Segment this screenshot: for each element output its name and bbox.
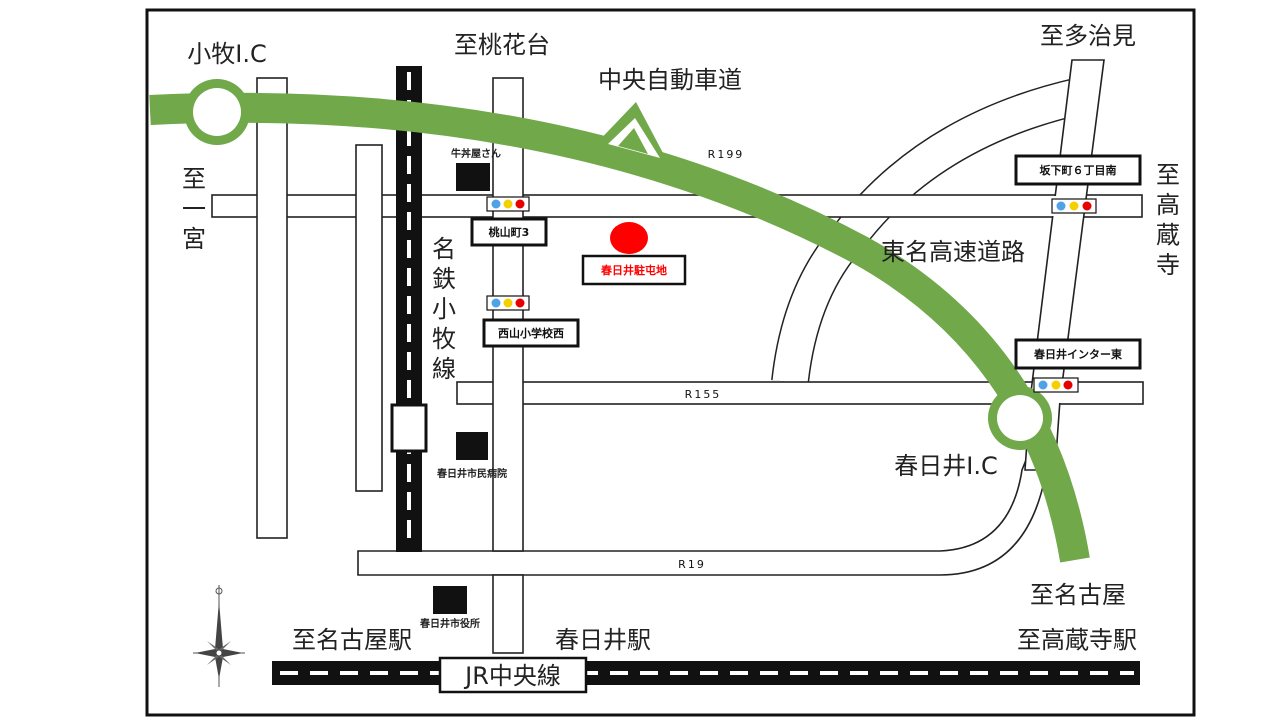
to-nagoya-label: 至名古屋 <box>1030 581 1126 609</box>
jr-chuo-line-label: JR中央線 <box>463 662 561 690</box>
to-kozoji-station-label: 至高蔵寺駅 <box>1017 626 1137 654</box>
signal-kasugai-ic-east <box>1033 377 1079 393</box>
to-momohanadai-label: 至桃花台 <box>454 31 550 59</box>
to-ichinomiya-label: 至一宮 <box>182 165 206 253</box>
momoyama3-box <box>470 217 548 247</box>
nishiyama-box <box>482 318 580 348</box>
city-hall-building <box>433 586 467 614</box>
to-tajimi-label: 至多治見 <box>1040 22 1136 50</box>
hospital-building <box>456 432 488 460</box>
signal-momoyama <box>486 196 530 212</box>
jr-chuo-line-label-box <box>438 656 588 694</box>
komaki-line-station <box>390 403 428 453</box>
road-r199 <box>211 194 1143 218</box>
chuo-expressway <box>149 79 1090 563</box>
gyudon-building <box>456 163 490 191</box>
komaki-ic-label: 小牧I.C <box>187 40 266 68</box>
meitetsu-komaki-line <box>390 66 428 552</box>
nishiyama-label: 西山小学校西 <box>498 326 564 340</box>
sakashita-label: 坂下町６丁目南 <box>1040 163 1117 177</box>
destination-label: 春日井駐屯地 <box>601 263 667 277</box>
destination-label-box <box>581 254 687 286</box>
meitetsu-komaki-line-label: 名鉄小牧線 <box>432 235 456 383</box>
sakashita-box <box>1014 154 1142 186</box>
compass-rose-icon <box>193 585 245 687</box>
road-r155 <box>456 381 1144 405</box>
gyudon-label: 牛丼屋さん <box>451 147 501 160</box>
destination-marker <box>610 222 648 254</box>
route-r199-label: R199 <box>708 148 745 161</box>
tomei-expressway-label: 東名高速道路 <box>881 238 1025 266</box>
kasugai-ic-east-box <box>1014 338 1142 370</box>
chuo-expressway-label: 中央自動車道 <box>598 66 742 94</box>
hospital-label: 春日井市民病院 <box>437 467 507 480</box>
route-r155-label: R155 <box>685 388 722 401</box>
kasugai-station-label: 春日井駅 <box>555 626 651 654</box>
road-station <box>492 574 524 654</box>
roads <box>211 59 1144 654</box>
momoyama3-label: 桃山町3 <box>489 225 530 239</box>
kasugai-ic-east-label: 春日井インター東 <box>1034 347 1123 361</box>
road-west-1 <box>256 77 288 539</box>
to-nagoya-station-label: 至名古屋駅 <box>292 626 412 654</box>
city-hall-label: 春日井市役所 <box>420 617 480 630</box>
route-r19-label: R19 <box>678 558 706 571</box>
to-kozoji-label: 至高蔵寺 <box>1156 161 1180 279</box>
jr-chuo-line: JR中央線 <box>272 656 1140 694</box>
signal-sakashita <box>1051 198 1097 214</box>
signal-nishiyama <box>486 295 530 311</box>
road-momohanadai <box>492 77 524 552</box>
kasugai-ic-label: 春日井I.C <box>894 452 997 480</box>
